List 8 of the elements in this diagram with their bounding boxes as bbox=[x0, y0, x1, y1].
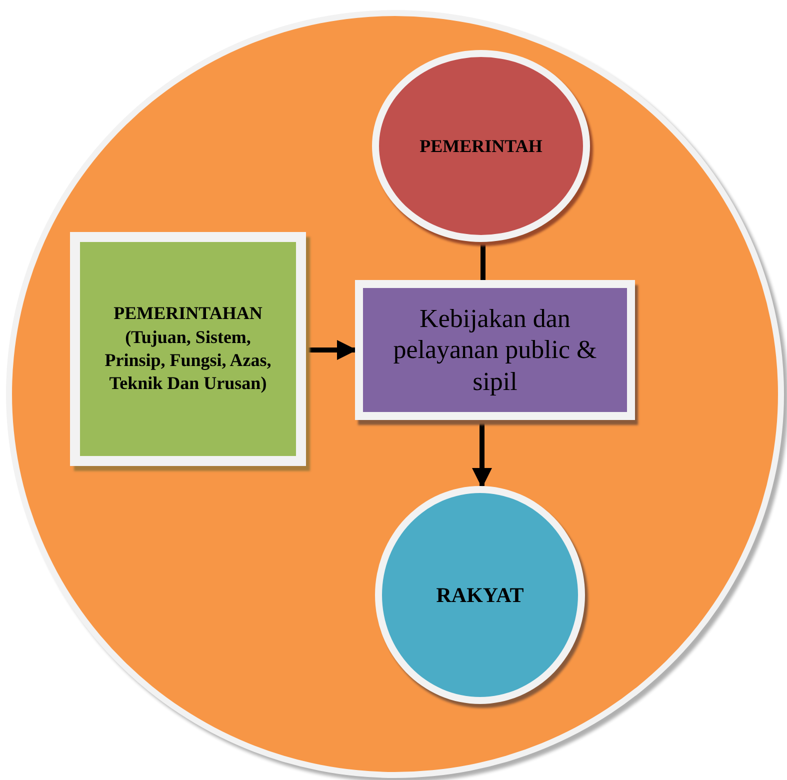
arrow bbox=[472, 418, 492, 488]
process-box bbox=[70, 232, 306, 466]
node-label: Kebijakan dan pelayanan public & sipil bbox=[392, 303, 598, 397]
node-label: PEMERINTAHAN (Tujuan, Sistem, Prinsip, Fungsi, Azas, Teknik Dan Urusan) bbox=[104, 302, 272, 396]
node-label: RAKYAT bbox=[436, 582, 524, 608]
process-box bbox=[355, 280, 635, 420]
node-label: PEMERINTAH bbox=[420, 136, 542, 156]
arrow bbox=[306, 340, 357, 360]
